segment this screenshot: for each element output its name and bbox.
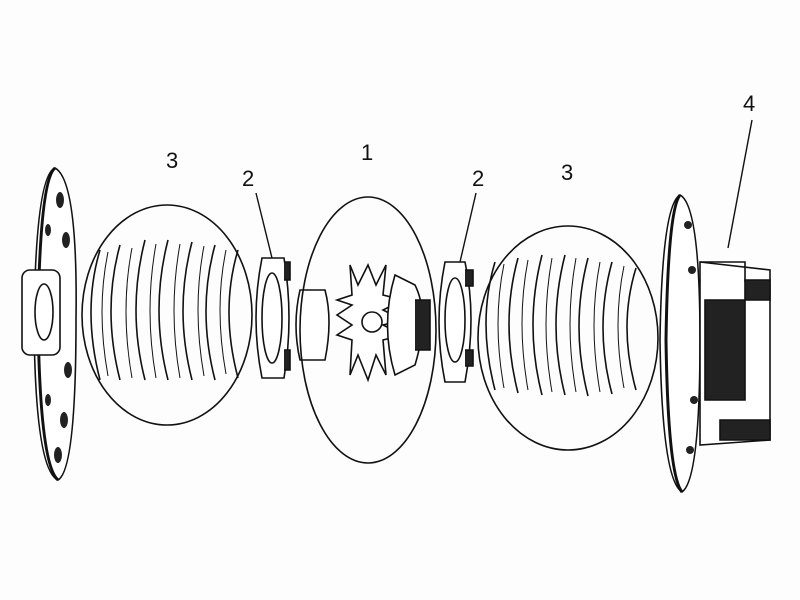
- callout-1: 1: [361, 140, 373, 165]
- gear-set-circle: [299, 196, 437, 464]
- callout-3-right: 3: [561, 160, 573, 185]
- leader-lines: [255, 119, 753, 263]
- left-clutch-pack-circle: [81, 204, 253, 426]
- left-flange: [21, 166, 77, 482]
- right-clutch-plates: [485, 254, 637, 397]
- right-side-ring: [438, 261, 474, 383]
- callout-3-left: 3: [166, 148, 178, 173]
- callout-4: 4: [743, 91, 755, 116]
- left-clutch-plates: [90, 239, 239, 381]
- left-side-ring: [255, 257, 291, 379]
- callout-2-left: 2: [242, 166, 254, 191]
- callout-2-right: 2: [472, 166, 484, 191]
- gear-set: [295, 263, 431, 383]
- right-clutch-pack-circle: [477, 225, 659, 451]
- case-hub: [659, 194, 771, 493]
